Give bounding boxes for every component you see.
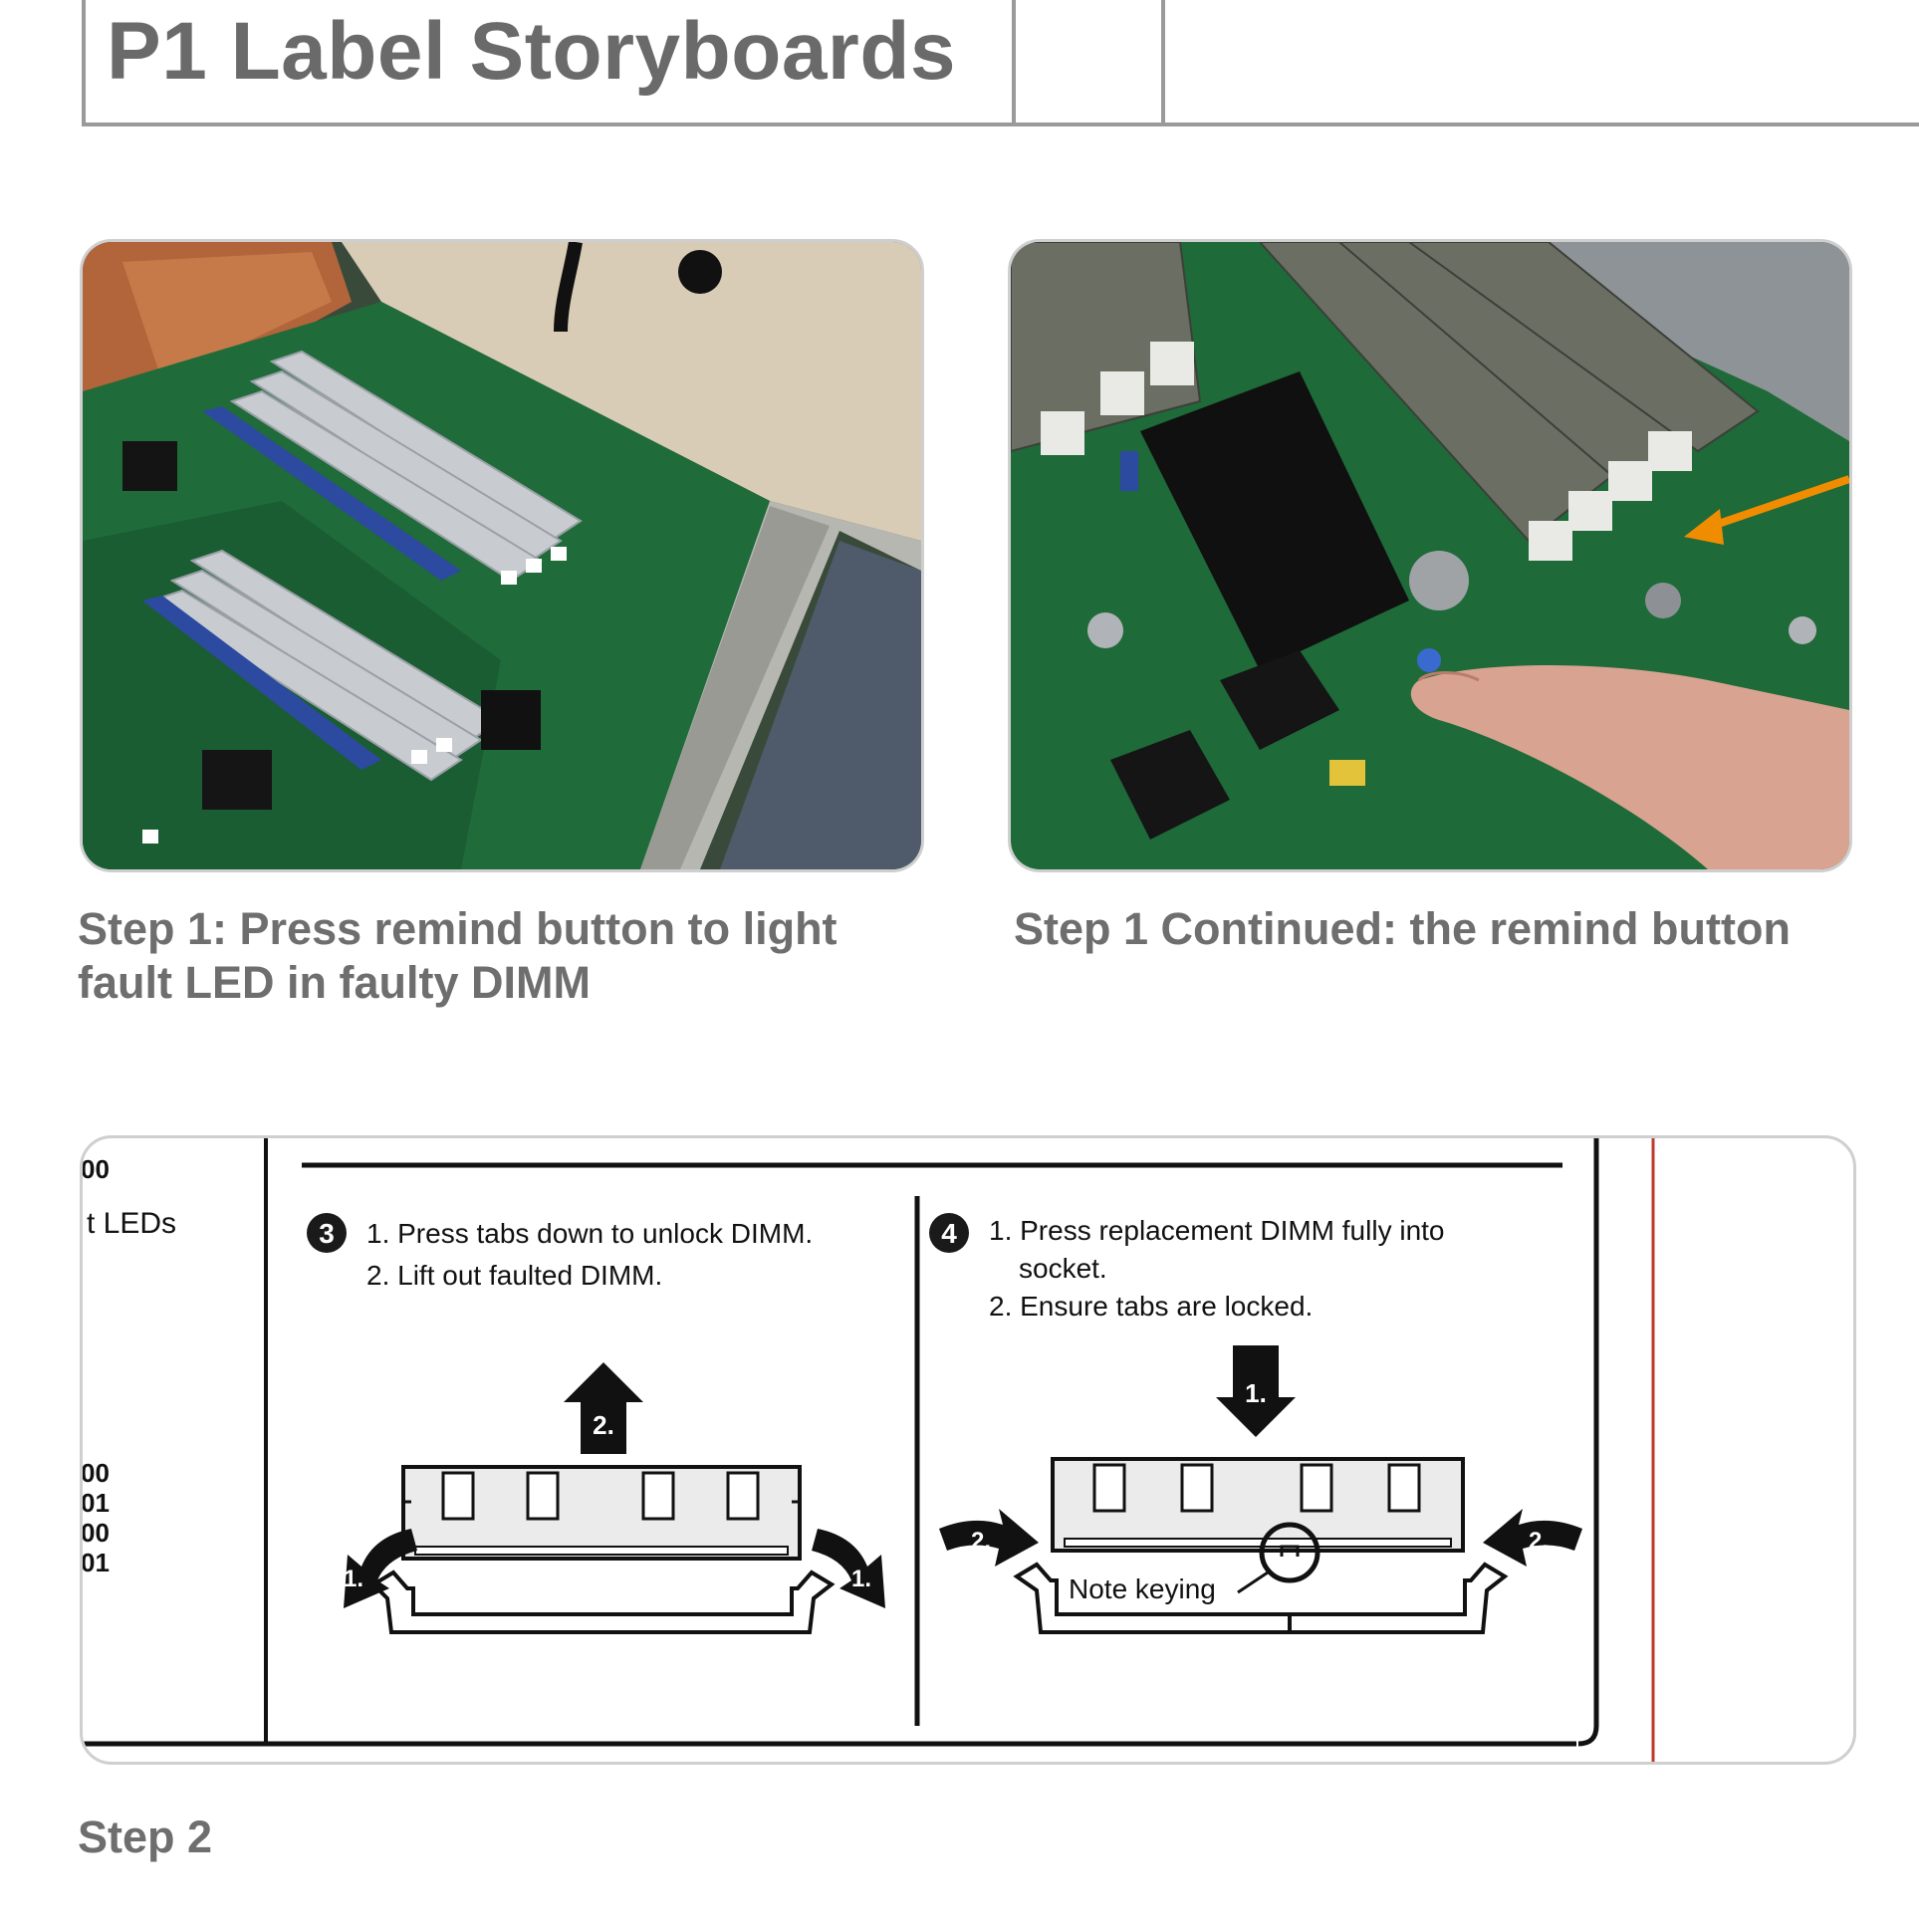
- header-divider: [1161, 0, 1165, 126]
- step4-line2: 2. Ensure tabs are locked.: [989, 1291, 1313, 1322]
- header-divider: [82, 0, 86, 126]
- caption-step1-line2: fault LED in faulty DIMM: [78, 957, 591, 1008]
- step4-line1b: socket.: [1019, 1253, 1107, 1284]
- step4-arrow-right-label: 2.: [1529, 1528, 1549, 1555]
- step3-line1: 1. Press tabs down to unlock DIMM.: [366, 1218, 813, 1249]
- step4-arrow-left-label: 2.: [971, 1528, 991, 1555]
- left-fragment-code: 01: [83, 1548, 110, 1577]
- step4-note-keying: Note keying: [1069, 1573, 1216, 1604]
- step4-number: 4: [941, 1218, 957, 1249]
- photo-server-motherboard: [80, 239, 924, 872]
- caption-step1-continued-line1: Step 1 Continued: the remind button: [1014, 903, 1791, 954]
- left-fragment-code: 01: [83, 1488, 110, 1518]
- step4-arrow-down-label: 1.: [1245, 1378, 1267, 1408]
- left-fragment-top: 00: [83, 1154, 110, 1184]
- instruction-panel: 00 t LEDs 00 01 00 01 3 1. Press tabs do…: [80, 1135, 1856, 1765]
- caption-step1-line1: Step 1: Press remind button to light: [78, 903, 838, 954]
- step3-arrow-up-label: 2.: [593, 1410, 614, 1440]
- left-fragment-leds: t LEDs: [87, 1207, 176, 1240]
- step3-arrow-right-label: 1.: [851, 1566, 871, 1592]
- left-fragment-code: 00: [83, 1458, 110, 1488]
- photo-remind-button: [1008, 239, 1852, 872]
- caption-step2: Step 2: [78, 1811, 213, 1862]
- step3-number: 3: [319, 1218, 335, 1249]
- step3-line2: 2. Lift out faulted DIMM.: [366, 1260, 662, 1291]
- header-table: P1 Label Storyboards: [82, 0, 1919, 126]
- caption-step1-continued: Step 1 Continued: the remind button: [1014, 902, 1791, 956]
- step4-line1: 1. Press replacement DIMM fully into: [989, 1215, 1445, 1246]
- caption-step1: Step 1: Press remind button to light fau…: [78, 902, 838, 1010]
- header-divider: [1012, 0, 1016, 126]
- header-rule: [82, 122, 1919, 126]
- page-title: P1 Label Storyboards: [107, 6, 957, 97]
- left-fragment-code: 00: [83, 1518, 110, 1548]
- step3-arrow-left-label: 1.: [344, 1566, 363, 1592]
